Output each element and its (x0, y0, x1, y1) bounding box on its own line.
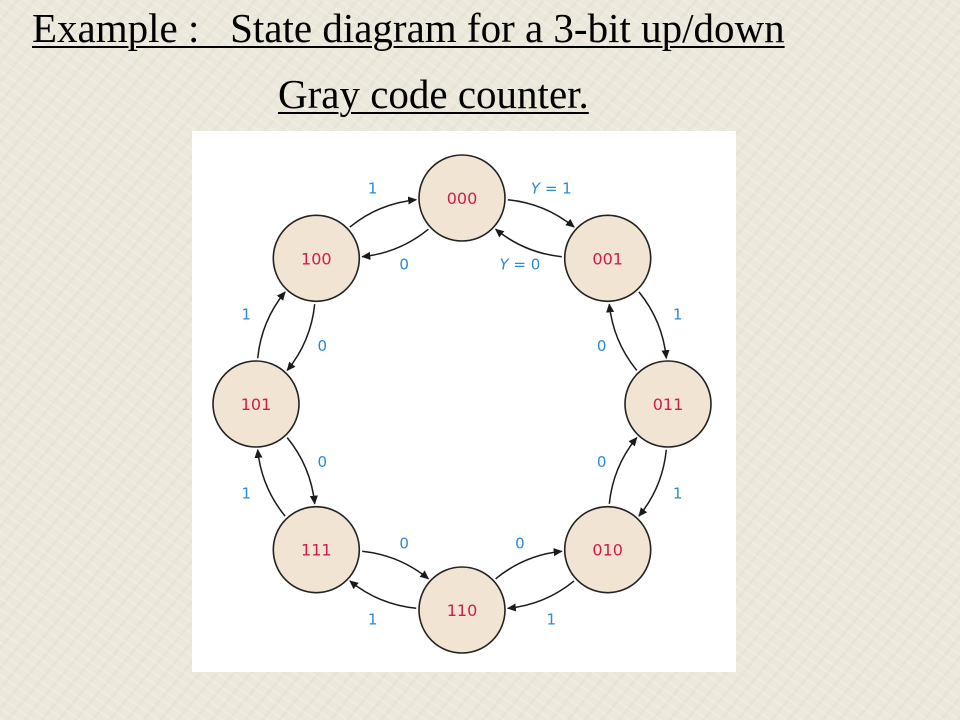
state-label-100: 100 (301, 249, 332, 268)
transition-arrow-000-to-001 (507, 198, 575, 228)
transition-arrow-110-to-111 (349, 580, 417, 610)
transition-arrow-101-to-100 (256, 291, 286, 359)
state-node-010: 010 (563, 505, 652, 594)
transition-label-110-to-010: 0 (515, 535, 525, 553)
state-label-101: 101 (241, 395, 272, 414)
transition-label-010-to-011: 0 (597, 453, 607, 471)
state-label-111: 111 (301, 541, 332, 560)
transition-arrow-001-to-011 (638, 291, 670, 360)
transition-label-100-to-101: 0 (318, 337, 328, 355)
transition-label-101-to-111: 0 (318, 453, 328, 471)
transition-arrow-110-to-010 (495, 548, 563, 580)
state-label-000: 000 (447, 189, 478, 208)
state-node-011: 011 (624, 360, 712, 448)
state-label-001: 001 (592, 249, 623, 268)
transition-label-011-to-001: 0 (597, 337, 607, 355)
transition-arrow-100-to-101 (286, 304, 316, 372)
transition-arrow-111-to-110 (362, 550, 430, 580)
transition-label-111-to-101: 1 (242, 484, 252, 502)
state-node-101: 101 (212, 360, 300, 448)
state-node-000: 000 (418, 154, 506, 242)
transition-arrow-010-to-011 (608, 436, 638, 504)
state-label-110: 110 (447, 601, 478, 620)
transition-label-011-to-010: 1 (673, 484, 683, 502)
transition-label-111-to-110: 0 (399, 535, 409, 553)
state-node-111: 111 (272, 505, 361, 594)
transition-label-001-to-000: Y = 0 (499, 255, 540, 273)
transition-label-110-to-111: 1 (368, 611, 378, 629)
transition-label-101-to-100: 1 (242, 306, 252, 324)
state-circle-111 (272, 505, 361, 594)
transition-label-100-to-000: 1 (368, 179, 378, 197)
transition-arrow-111-to-101 (254, 448, 286, 517)
state-circle-101 (212, 360, 300, 448)
state-label-011: 011 (653, 395, 684, 414)
state-label-010: 010 (592, 541, 623, 560)
transition-label-000-to-001: Y = 1 (531, 179, 572, 197)
state-circle-000 (418, 154, 506, 242)
state-node-100: 100 (272, 214, 361, 303)
title-line-1: Example : State diagram for a 3-bit up/d… (32, 5, 785, 51)
transition-label-010-to-110: 1 (547, 611, 557, 629)
state-circle-001 (563, 214, 652, 303)
transition-arrow-001-to-000 (494, 228, 562, 258)
state-circle-110 (418, 566, 506, 654)
state-node-001: 001 (563, 214, 652, 303)
state-circle-010 (563, 505, 652, 594)
transition-arrow-100-to-000 (349, 196, 418, 228)
state-circle-100 (272, 214, 361, 303)
title-line-2: Gray code counter. (278, 71, 589, 117)
state-circle-011 (624, 360, 712, 448)
transition-label-001-to-011: 1 (673, 306, 683, 324)
transition-arrow-011-to-010 (638, 449, 668, 517)
transition-arrow-101-to-111 (286, 437, 318, 505)
transition-arrow-000-to-100 (361, 228, 429, 260)
transition-label-000-to-100: 0 (399, 255, 409, 273)
transition-arrow-011-to-001 (606, 303, 638, 371)
state-node-110: 110 (418, 566, 506, 654)
transition-arrow-010-to-110 (506, 580, 575, 612)
transition-arrows (254, 196, 670, 612)
